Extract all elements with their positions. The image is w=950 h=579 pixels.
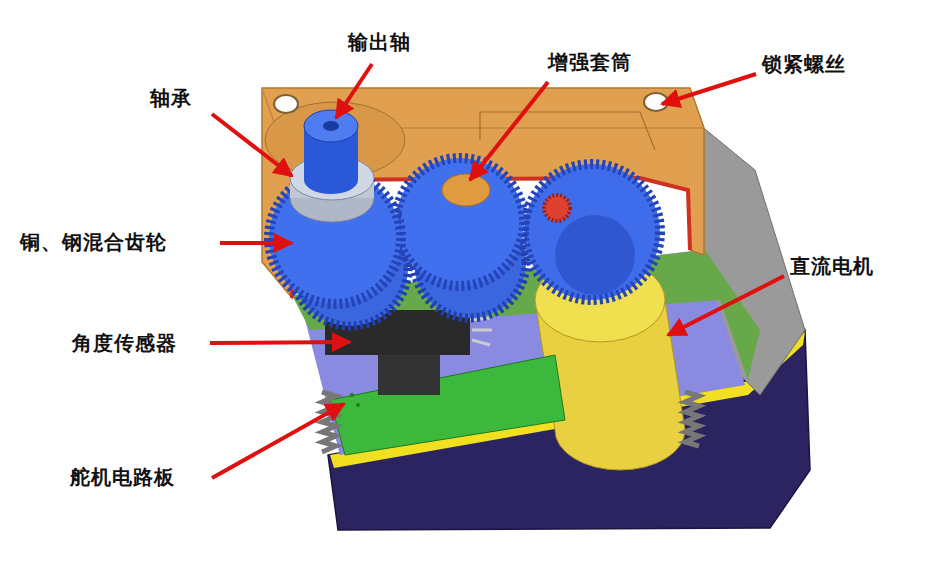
pinion (544, 195, 570, 221)
angle-sensor-base (378, 355, 440, 395)
leader-arrow (212, 114, 292, 176)
leader-arrow (662, 74, 756, 104)
board-dot (350, 393, 354, 397)
spring (322, 392, 336, 452)
part-label: 角度传感器 (72, 331, 177, 355)
leader-arrow (210, 342, 350, 343)
board-dot (356, 403, 360, 407)
part-label: 铜、钢混合齿轮 (20, 230, 167, 254)
gear-hub (555, 215, 635, 295)
leader-arrow (470, 82, 548, 180)
spring (685, 392, 699, 446)
sleeve (442, 174, 490, 206)
shaft-bore (323, 121, 339, 131)
circuit-board (330, 355, 565, 455)
part-label: 增强套筒 (548, 50, 632, 74)
gear (524, 164, 660, 300)
output-shaft-bottom (304, 166, 358, 194)
part-label: 直流电机 (790, 254, 874, 278)
gear (396, 158, 524, 286)
output-shaft-top (304, 110, 358, 142)
screw-hole (274, 95, 298, 113)
leader-arrow (336, 64, 372, 118)
part-label: 舵机电路板 (70, 465, 175, 489)
leader-arrow (212, 404, 344, 478)
top-housing-groove (480, 112, 655, 150)
part-label: 输出轴 (348, 30, 411, 54)
part-label: 锁紧螺丝 (762, 52, 846, 76)
part-label: 轴承 (150, 86, 192, 110)
leader-arrow (220, 241, 292, 245)
leader-arrow (668, 276, 784, 335)
